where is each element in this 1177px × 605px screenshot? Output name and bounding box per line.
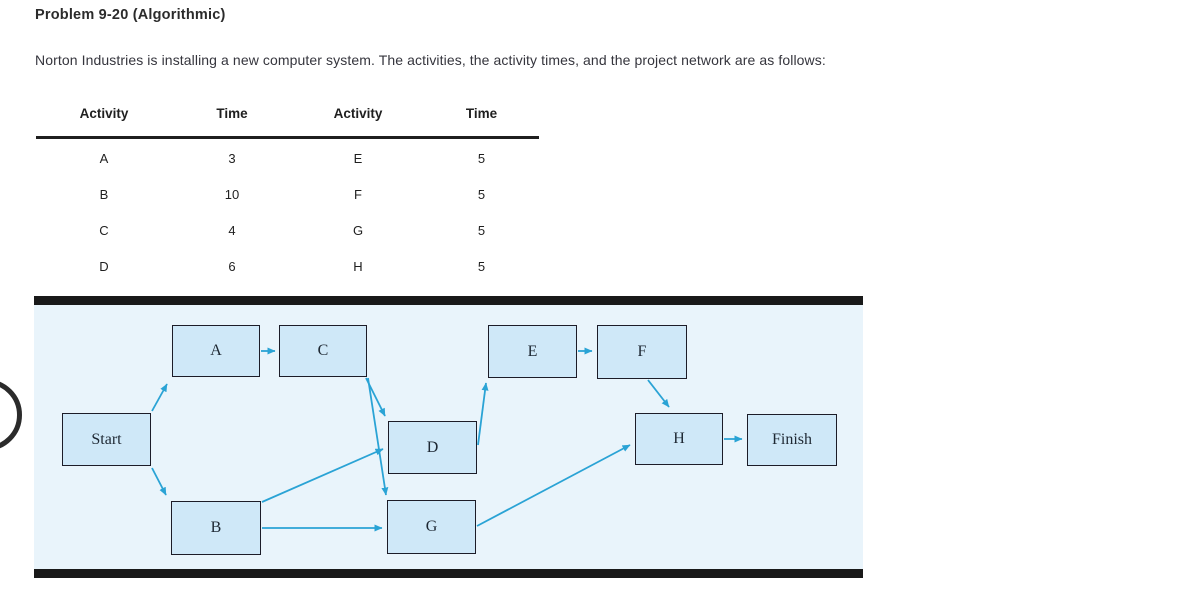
node-finish-label: Finish — [771, 431, 812, 448]
table-cell: 5 — [477, 187, 486, 202]
table-cell: 3 — [228, 151, 236, 166]
table-cell: A — [99, 151, 109, 166]
edge-start-b — [151, 467, 167, 496]
table-cell: 5 — [477, 151, 486, 166]
node-b-label: B — [210, 519, 222, 536]
node-g-label: G — [425, 518, 438, 535]
table-cell: G — [352, 223, 364, 238]
edge-d-e — [477, 382, 489, 446]
node-h-label: H — [673, 430, 685, 447]
node-h: H — [635, 413, 723, 465]
problem-description: Norton Industries is installing a new co… — [35, 52, 826, 68]
node-e-label: E — [527, 342, 538, 360]
node-e: E — [488, 325, 577, 378]
node-start: Start — [62, 413, 151, 466]
table-cell: C — [99, 223, 109, 238]
table-cell: E — [353, 151, 363, 166]
activity-time-table: Activity Time Activity Time A 3 E 5 B 10… — [36, 104, 539, 283]
edge-g-h — [476, 444, 631, 527]
node-finish: Finish — [747, 414, 837, 466]
table-header-activity-1: Activity — [79, 106, 129, 121]
node-a: A — [172, 325, 260, 377]
node-b: B — [171, 501, 261, 555]
table-cell: 4 — [228, 223, 236, 238]
node-g: G — [387, 500, 476, 554]
edge-start-a — [151, 383, 168, 412]
edge-c-g — [367, 377, 389, 496]
table-cell: 6 — [228, 259, 236, 274]
table-header-rule — [36, 136, 539, 139]
node-a-label: A — [210, 342, 222, 359]
table-cell: H — [353, 259, 363, 274]
table-cell: 10 — [224, 187, 240, 202]
edge-f-h — [647, 379, 670, 408]
table-cell: F — [354, 187, 362, 202]
edge-b-d — [261, 448, 384, 503]
table-header-time-1: Time — [216, 106, 248, 121]
table-cell: D — [99, 259, 109, 274]
table-cell: 5 — [477, 223, 486, 238]
page-title: Problem 9-20 (Algorithmic) — [35, 7, 226, 23]
node-f: F — [597, 325, 687, 379]
node-c-label: C — [317, 342, 329, 359]
node-f-label: F — [637, 343, 647, 360]
table-cell: B — [99, 187, 109, 202]
node-d-label: D — [426, 438, 439, 456]
node-d: D — [388, 421, 477, 474]
table-header-activity-2: Activity — [333, 106, 383, 121]
node-c: C — [279, 325, 367, 377]
node-start-label: Start — [91, 430, 122, 448]
table-cell: 5 — [477, 259, 486, 274]
table-header-time-2: Time — [465, 106, 498, 121]
